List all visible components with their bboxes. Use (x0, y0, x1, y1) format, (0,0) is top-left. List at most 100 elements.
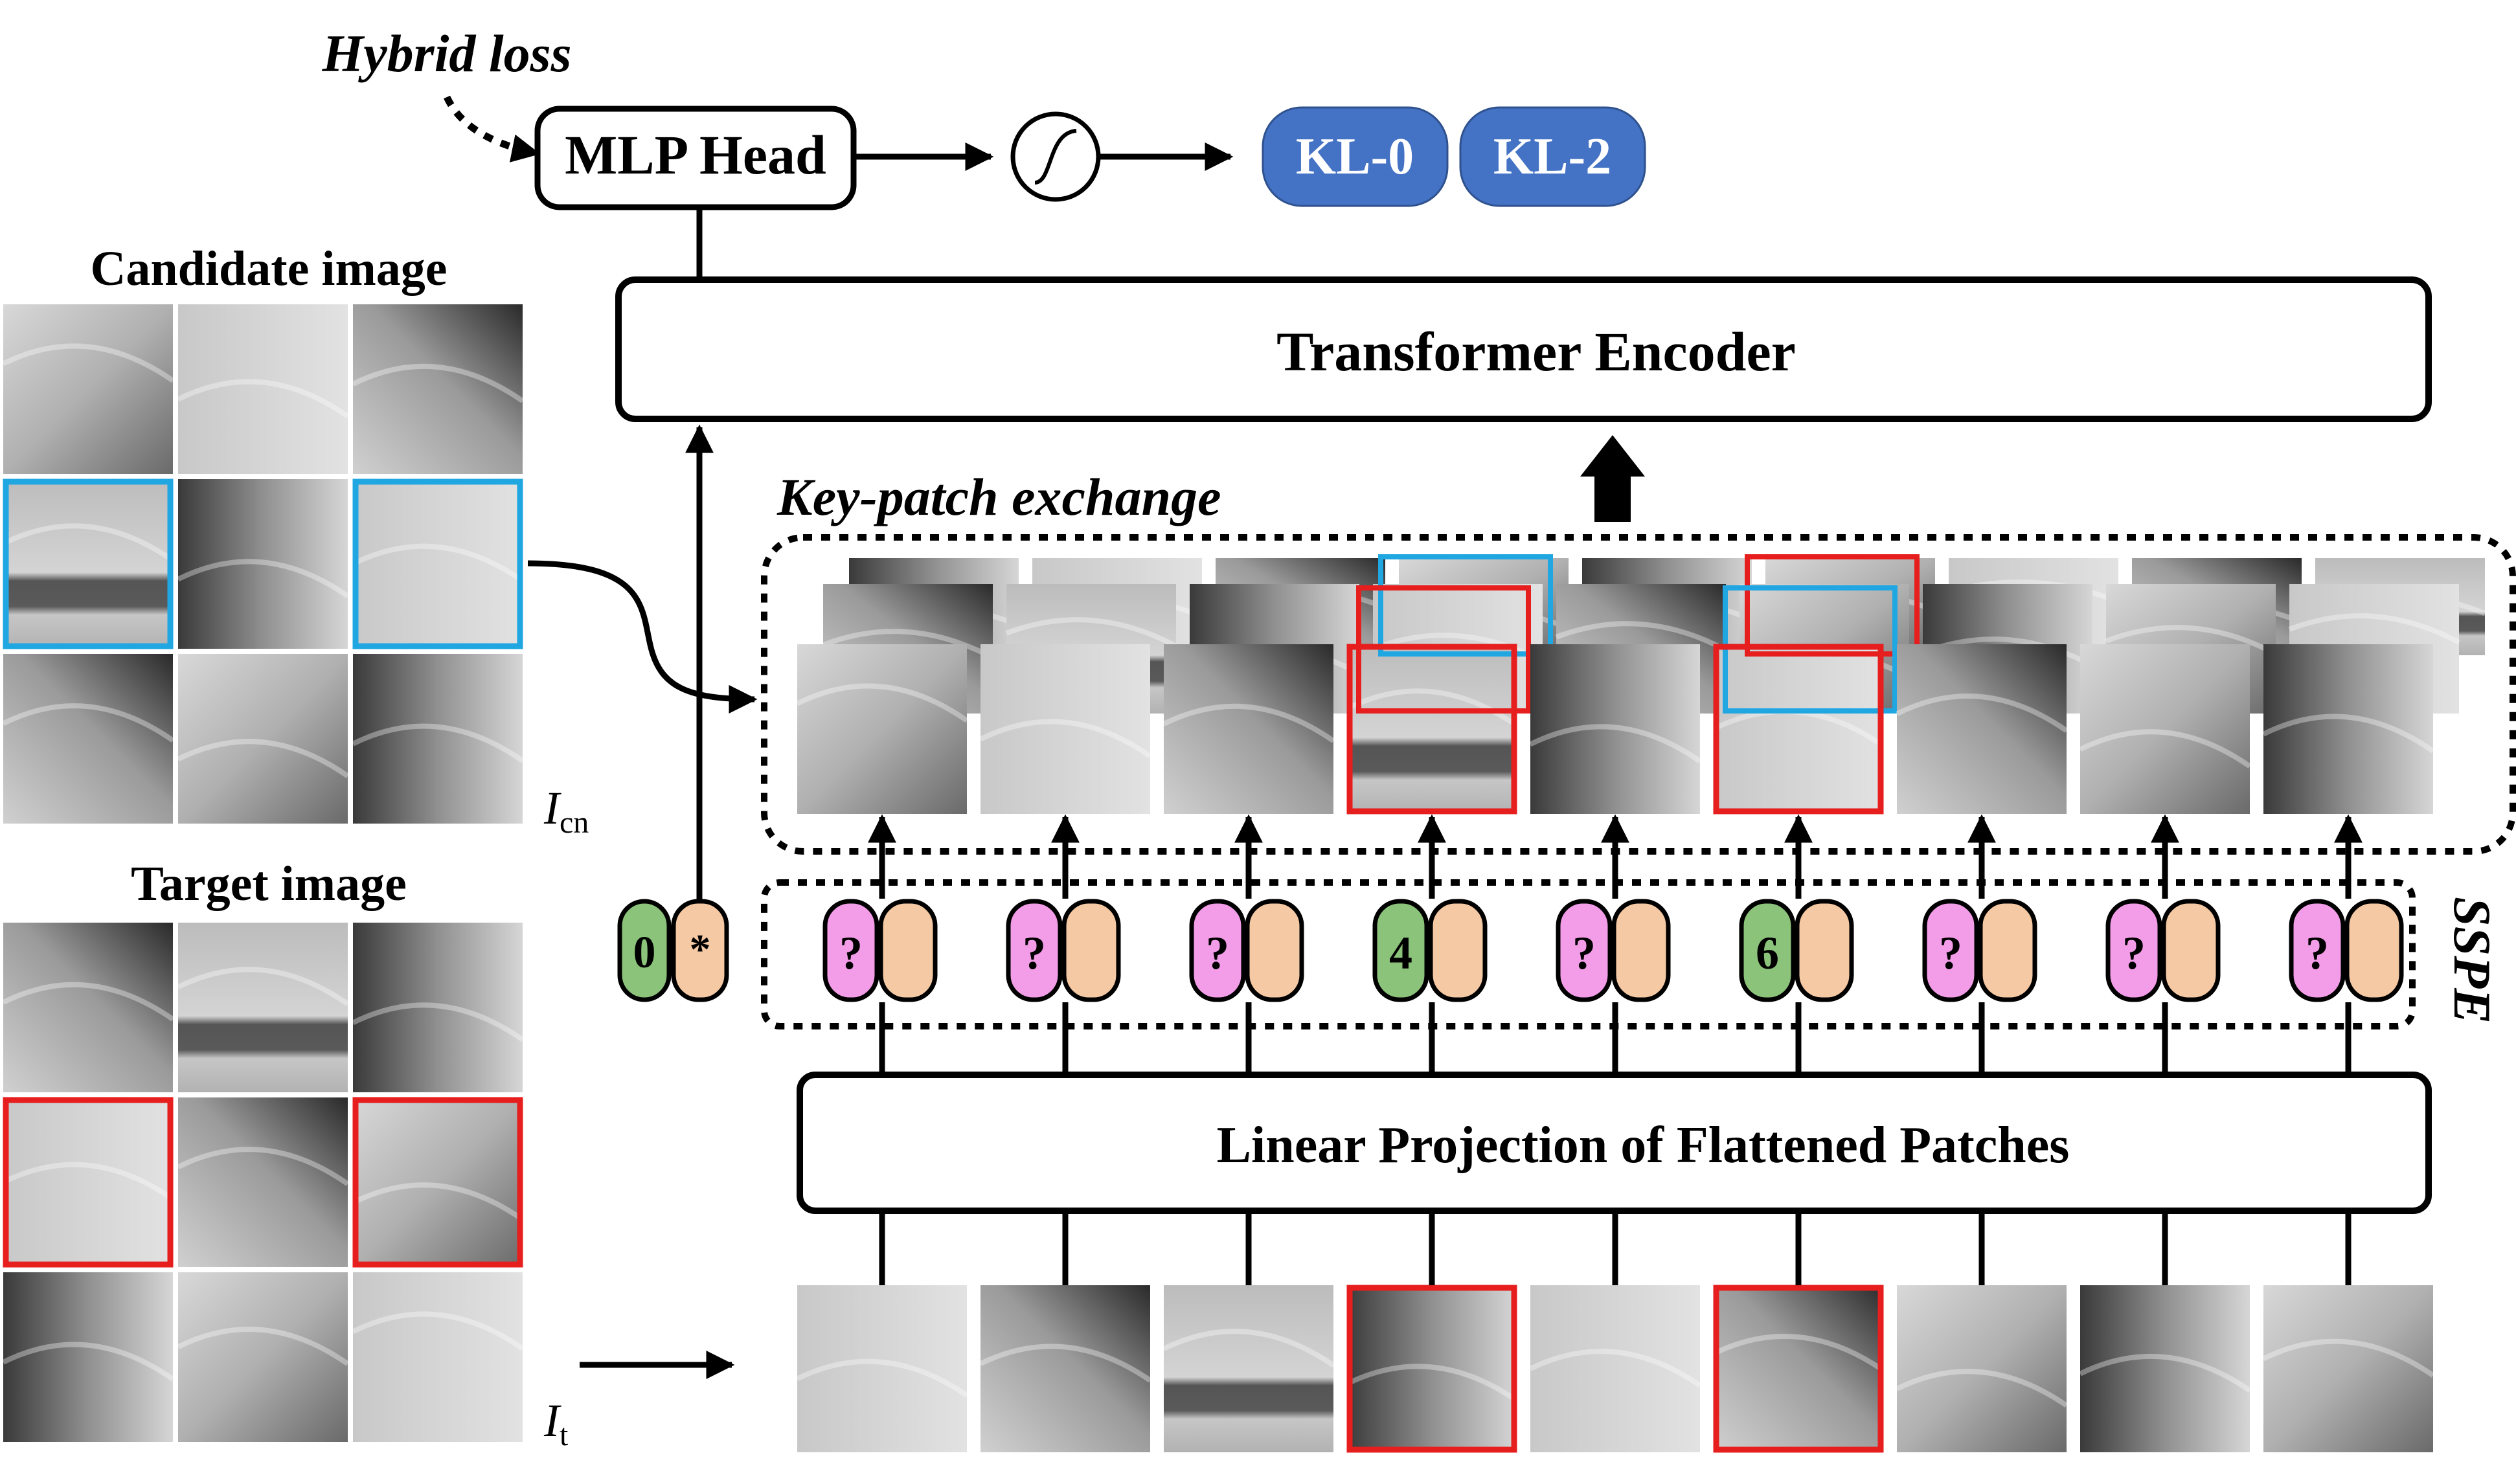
embedding-pill (1245, 899, 1304, 1002)
target-image-title: Target image (131, 857, 407, 911)
candidate-image-grid (2, 304, 525, 824)
embedding-pill (1611, 899, 1671, 1002)
patch-stacks (796, 554, 2486, 815)
bottom-patch-1 (979, 1285, 1152, 1452)
it-label: It (543, 1395, 569, 1452)
kl2-badge (1459, 106, 1646, 207)
position-pill (1189, 899, 1246, 1002)
candidate-highlight-box (3, 478, 174, 649)
position-value: 4 (1389, 927, 1412, 979)
token-0: ? (822, 899, 938, 1002)
target-patch-0-0 (2, 923, 175, 1092)
stack-front-patch-3 (1346, 644, 1519, 814)
cls-position-value: 0 (633, 928, 656, 978)
candidate-patch-2-2 (352, 654, 525, 824)
target-patch-0-2 (352, 923, 525, 1092)
bottom-patch-0 (796, 1285, 969, 1452)
candidate-to-exchange-arrow (527, 560, 758, 714)
embedding-pill (1061, 899, 1121, 1002)
bottom-patch-8 (2262, 1285, 2435, 1452)
stack-front-patch-2 (1162, 644, 1335, 814)
bottom-highlight-box (1346, 1285, 1517, 1453)
candidate-patch-0-0 (2, 304, 175, 474)
cls-embedding-pill (671, 899, 729, 1002)
position-value: ? (839, 927, 863, 979)
target-patch-0-1 (177, 923, 350, 1092)
embedding-pill (2344, 899, 2404, 1002)
position-pill (1556, 899, 1613, 1002)
stack-highlight-front (1713, 644, 1884, 815)
embedding-pill (1795, 899, 1854, 1002)
transformer-encoder-box (615, 276, 2432, 422)
bottom-patch-7 (2079, 1285, 2252, 1452)
candidate-patch-2-1 (177, 654, 350, 824)
position-pill (1006, 899, 1063, 1002)
candidate-patch-1-0 (2, 479, 175, 649)
bottom-patch-2 (1162, 1285, 1335, 1452)
candidate-patch-1-2 (352, 479, 525, 649)
position-value: ? (2306, 927, 2329, 979)
target-highlight-box (352, 1097, 523, 1268)
target-patch-1-2 (352, 1097, 525, 1267)
stack-highlight-back (1745, 554, 1920, 657)
position-value: ? (1572, 927, 1596, 979)
block-arrow-up-icon (1580, 435, 1645, 522)
hybrid-loss-label: Hybrid loss (322, 24, 572, 83)
kl2-label: KL-2 (1493, 128, 1611, 185)
embedding-pill (1428, 899, 1488, 1002)
stack-front-patch-0 (796, 644, 969, 814)
cls-position-pill (617, 899, 672, 1002)
token-5: 6 (1739, 899, 1854, 1002)
token-7: ? (2105, 899, 2221, 1002)
candidate-patch-1-1 (177, 479, 350, 649)
position-pill (2105, 899, 2162, 1002)
embedding-pill (878, 899, 938, 1002)
hybrid-loss-dotted-arrow (444, 95, 541, 163)
position-value: ? (1206, 927, 1229, 979)
target-patch-2-2 (352, 1272, 525, 1442)
candidate-patch-2-0 (2, 654, 175, 824)
cls-token: 0 * (617, 899, 729, 1002)
bottom-patch-4 (1529, 1285, 1702, 1452)
key-patch-exchange-label: Key-patch exchange (776, 467, 1221, 526)
key-patch-exchange-region (761, 534, 2516, 855)
candidate-patch-0-2 (352, 304, 525, 474)
position-value: ? (2122, 927, 2146, 979)
token-1: ? (1006, 899, 1121, 1002)
stack-highlight-back (1378, 554, 1553, 657)
linear-projection-box (797, 1072, 2432, 1214)
kl0-label: KL-0 (1296, 128, 1414, 185)
position-value: ? (1939, 927, 1962, 979)
kl0-badge (1262, 106, 1449, 207)
mlp-head-box (534, 106, 857, 210)
candidate-highlight-box (352, 478, 523, 649)
token-4: ? (1556, 899, 1671, 1002)
stack-highlight-front (1346, 644, 1517, 815)
embedding-pill (2161, 899, 2221, 1002)
token-3: 4 (1372, 899, 1488, 1002)
token-2: ? (1189, 899, 1304, 1002)
cls-embedding-value: * (690, 926, 711, 973)
token-row: ??? 4? 6??? (822, 899, 2404, 1002)
transformer-encoder-label: Transformer Encoder (1276, 320, 1796, 383)
target-patch-1-0 (2, 1097, 175, 1267)
linear-projection-label: Linear Projection of Flattened Patches (1217, 1117, 2070, 1174)
bottom-patch-3 (1346, 1285, 1519, 1452)
position-pill (1739, 899, 1796, 1002)
position-value: 6 (1756, 927, 1779, 979)
position-value: ? (1023, 927, 1046, 979)
target-image-grid (2, 923, 525, 1442)
position-pill (1922, 899, 1979, 1002)
target-patch-1-1 (177, 1097, 350, 1267)
position-pill (1372, 899, 1429, 1002)
candidate-patch-0-1 (177, 304, 350, 474)
mlp-head-label: MLP Head (565, 124, 826, 186)
stack-front-patch-8 (2262, 644, 2435, 814)
connector-lines (868, 814, 2363, 1285)
bottom-patch-5 (1712, 1285, 1885, 1452)
token-8: ? (2289, 899, 2404, 1002)
bottom-patch-row (796, 1285, 2435, 1453)
token-6: ? (1922, 899, 2037, 1002)
stack-front-patch-7 (2079, 644, 2252, 814)
